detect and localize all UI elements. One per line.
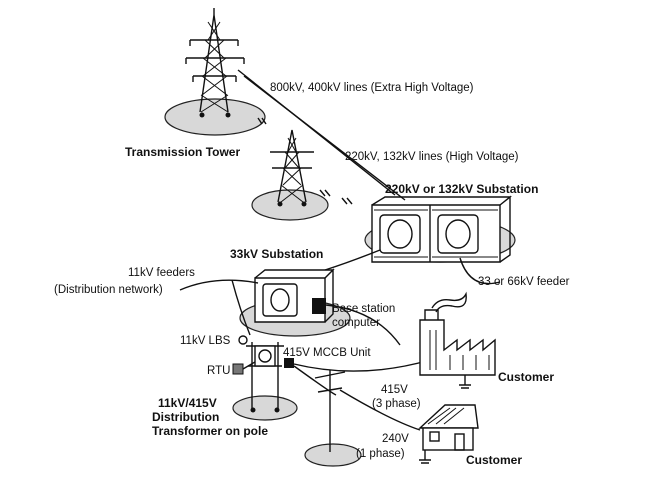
hv-lines-label: 220kV, 132kV lines (High Voltage)	[345, 151, 519, 163]
dist-transformer-label-3: Transformer on pole	[152, 424, 268, 438]
transmission-tower-label: Transmission Tower	[125, 145, 240, 159]
customer-factory	[420, 294, 495, 388]
computer-label: computer	[332, 317, 380, 329]
ehv-line-2	[244, 76, 405, 200]
v415-label: 415V	[381, 384, 408, 396]
single-phase-label: (1 phase)	[356, 448, 405, 460]
lv-pole	[305, 370, 361, 466]
rtu-label: RTU	[207, 365, 230, 377]
base-station-label: Base station	[332, 303, 395, 315]
substation-33-label: 33kV Substation	[230, 247, 323, 261]
feeders-11kv-label: 11kV feeders	[128, 267, 195, 279]
substation-220-label: 220kV or 132kV Substation	[385, 182, 538, 196]
lv-line-3phase	[294, 360, 430, 371]
three-phase-label: (3 phase)	[372, 398, 421, 410]
transmission-tower-small	[252, 130, 328, 220]
customer-top-label: Customer	[498, 370, 554, 384]
feeder-11kv-line-a	[180, 280, 258, 290]
v240-label: 240V	[382, 433, 409, 445]
transmission-tower-large	[165, 8, 265, 135]
feeder-33-66-label: 33 or 66kV feeder	[478, 276, 570, 288]
lbs-label: 11kV LBS	[180, 335, 231, 347]
mccb-label: 415V MCCB Unit	[283, 347, 371, 359]
dist-transformer-label-1: 11kV/415V	[158, 396, 217, 410]
ehv-lines-label: 800kV, 400kV lines (Extra High Voltage)	[270, 82, 474, 94]
feeder-11kv-line-b	[232, 280, 250, 335]
dist-transformer-label-2: Distribution	[152, 410, 219, 424]
distribution-network-label: (Distribution network)	[54, 284, 163, 296]
substation-220kv	[365, 197, 515, 262]
customer-bottom-label: Customer	[466, 453, 522, 467]
lv-line-1phase	[340, 390, 420, 430]
